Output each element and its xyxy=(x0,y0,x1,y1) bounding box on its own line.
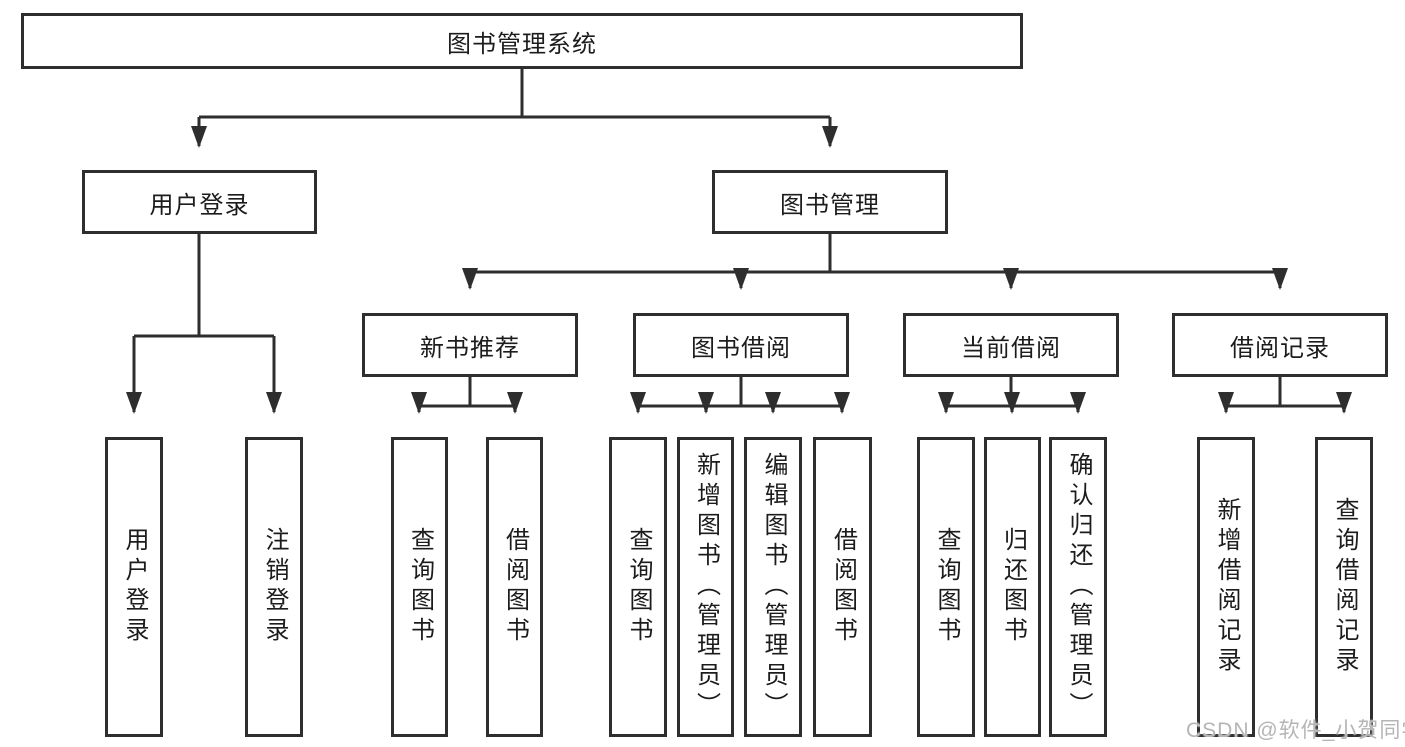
leaf-label: 查询图书 xyxy=(625,527,652,647)
leaf-label: 查询图书 xyxy=(406,527,434,647)
leaf-label: 借阅图书 xyxy=(829,527,857,647)
leaf-query-book-1: 查询图书 xyxy=(391,437,448,737)
node-book-borrow: 图书借阅 xyxy=(633,313,849,377)
leaf-logout: 注销登录 xyxy=(245,437,303,737)
node-current-borrow: 当前借阅 xyxy=(903,313,1119,377)
leaf-label: 编辑图书（管理员） xyxy=(760,452,787,722)
leaf-add-borrow-record: 新增借阅记录 xyxy=(1197,437,1255,737)
leaf-label: 查询借阅记录 xyxy=(1331,497,1358,677)
leaf-edit-book-admin: 编辑图书（管理员） xyxy=(744,437,802,737)
leaf-borrow-book-2: 借阅图书 xyxy=(813,437,872,737)
node-new-book-recommend: 新书推荐 xyxy=(362,313,578,377)
node-book-management: 图书管理 xyxy=(712,170,948,234)
leaf-query-book-3: 查询图书 xyxy=(917,437,975,737)
leaf-label: 注销登录 xyxy=(261,527,288,647)
leaf-add-book-admin: 新增图书（管理员） xyxy=(677,437,734,737)
leaf-query-book-2: 查询图书 xyxy=(609,437,667,737)
node-root-library-system: 图书管理系统 xyxy=(21,13,1023,69)
leaf-label: 新增借阅记录 xyxy=(1213,497,1240,677)
node-borrow-record: 借阅记录 xyxy=(1172,313,1388,377)
leaf-label: 新增图书（管理员） xyxy=(692,452,720,722)
leaf-label: 归还图书 xyxy=(999,527,1027,647)
leaf-label: 用户登录 xyxy=(121,527,148,647)
leaf-borrow-book-1: 借阅图书 xyxy=(486,437,543,737)
leaf-label: 确认归还（管理员） xyxy=(1065,452,1092,722)
csdn-watermark: CSDN @软件_小贺同学 xyxy=(1186,719,1405,742)
leaf-label: 查询图书 xyxy=(933,527,960,647)
leaf-confirm-return-admin: 确认归还（管理员） xyxy=(1049,437,1107,737)
node-user-login: 用户登录 xyxy=(82,170,317,234)
leaf-user-login: 用户登录 xyxy=(105,437,163,737)
leaf-label: 借阅图书 xyxy=(501,527,529,647)
leaf-query-borrow-record: 查询借阅记录 xyxy=(1315,437,1373,737)
leaf-return-book: 归还图书 xyxy=(984,437,1041,737)
